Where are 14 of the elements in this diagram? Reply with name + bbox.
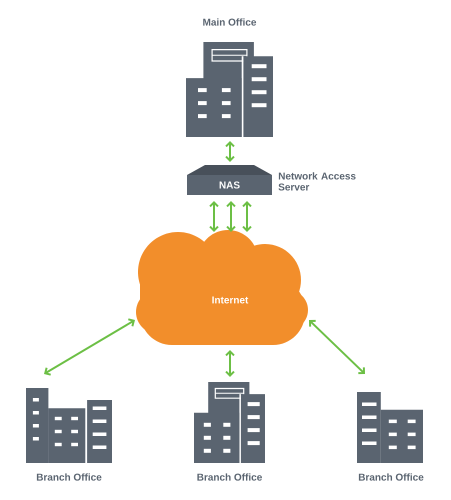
arrow xyxy=(309,320,365,374)
server-label: Network Access Server xyxy=(278,172,356,191)
arrow xyxy=(225,350,235,377)
office-label: Main Office xyxy=(203,18,256,26)
office-label: Branch Office xyxy=(36,473,102,481)
cloud: Internet xyxy=(136,230,308,345)
server-box: NAS xyxy=(187,165,272,195)
office-label: Branch Office xyxy=(358,473,424,481)
arrow xyxy=(242,201,252,232)
office-label: Branch Office xyxy=(197,473,262,481)
arrow xyxy=(209,201,219,232)
arrow xyxy=(44,318,135,376)
arrow xyxy=(226,201,236,232)
arrow xyxy=(225,141,235,162)
